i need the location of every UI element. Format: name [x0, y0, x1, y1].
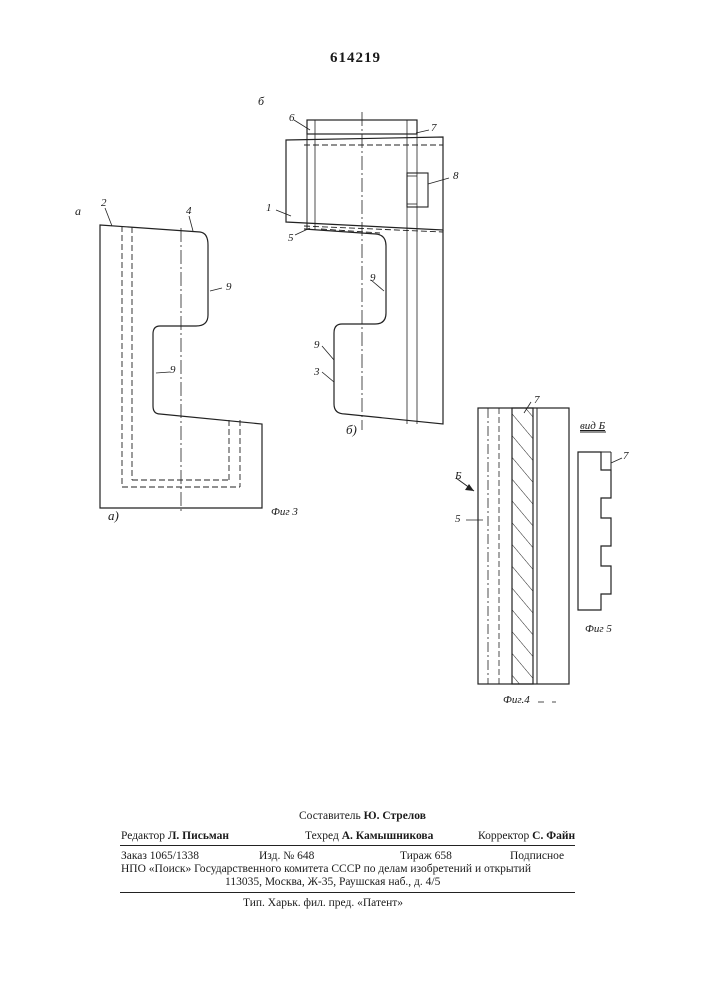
fig3b-sub-label-bottom: б) — [346, 422, 357, 438]
imprint-address: 113035, Москва, Ж-35, Раушская наб., д. … — [225, 876, 440, 888]
fig3b-lower-piece — [304, 229, 443, 424]
fig3a-label-9a: 9 — [226, 281, 232, 293]
fig3b-label-6: 6 — [289, 112, 295, 124]
imprint-compiler: Составитель Ю. Стрелов — [299, 810, 426, 822]
editor-role: Редактор — [121, 830, 165, 842]
fig4-caption: Фиг.4 — [503, 694, 530, 706]
fig3b-label-5: 5 — [288, 232, 294, 244]
fig4-arrow-label: Б — [455, 470, 462, 482]
fig5-caption: Фиг 5 — [585, 623, 612, 635]
figure-3b — [276, 112, 449, 430]
fig3b-sub-label-top: б — [258, 94, 264, 109]
fig3-caption: Фиг 3 — [271, 506, 298, 518]
fig3a-label-4: 4 — [186, 205, 192, 217]
fig5-comb-profile — [578, 452, 611, 610]
fig4-label-7: 7 — [534, 394, 540, 406]
editor-name: Л. Письман — [168, 830, 229, 842]
fig3b-hidden-lines — [304, 145, 443, 233]
fig3b-label-3: 3 — [314, 366, 320, 378]
fig3b-label-7: 7 — [431, 122, 437, 134]
imprint-rule-1 — [120, 845, 575, 846]
fig3b-label-9a: 9 — [370, 272, 376, 284]
compiler-role: Составитель — [299, 810, 361, 822]
fig4-hatched-layer-7 — [512, 408, 533, 684]
imprint-order: Заказ 1065/1338 — [121, 850, 199, 862]
imprint-editor: Редактор Л. Письман — [121, 830, 229, 842]
techred-role: Техред — [305, 830, 339, 842]
fig4-label-5: 5 — [455, 513, 461, 525]
fig3a-label-9b: 9 — [170, 364, 176, 376]
fig3a-sub-label-top: а — [75, 204, 81, 219]
fig3b-label-1: 1 — [266, 202, 272, 214]
techred-name: А. Камышникова — [342, 830, 434, 842]
fig5-view-label: вид Б — [580, 420, 605, 432]
figure-3a — [100, 208, 262, 512]
compiler-name: Ю. Стрелов — [364, 810, 426, 822]
imprint-rule-2 — [120, 892, 575, 893]
fig3b-upper-plate — [286, 137, 443, 230]
corrector-name: С. Файн — [532, 830, 575, 842]
imprint-techred: Техред А. Камышникова — [305, 830, 433, 842]
imprint-corrector: Корректор С. Файн — [478, 830, 575, 842]
imprint-printer: Тип. Харьк. фил. пред. «Патент» — [243, 897, 403, 909]
fig5-label-7: 7 — [623, 450, 629, 462]
imprint-org: НПО «Поиск» Государственного комитета СС… — [121, 863, 531, 875]
figure-5 — [578, 432, 622, 610]
corrector-role: Корректор — [478, 830, 529, 842]
fig3a-label-2: 2 — [101, 197, 107, 209]
imprint-izd: Изд. № 648 — [259, 850, 314, 862]
fig3b-label-9b: 9 — [314, 339, 320, 351]
imprint-tirazh: Тираж 658 — [400, 850, 452, 862]
figure-4 — [456, 402, 569, 702]
imprint-podpisnoe: Подписное — [510, 850, 564, 862]
fig3a-sub-label-bottom: а) — [108, 508, 119, 524]
fig3b-label-8: 8 — [453, 170, 459, 182]
fig3b-block-8 — [407, 173, 428, 207]
